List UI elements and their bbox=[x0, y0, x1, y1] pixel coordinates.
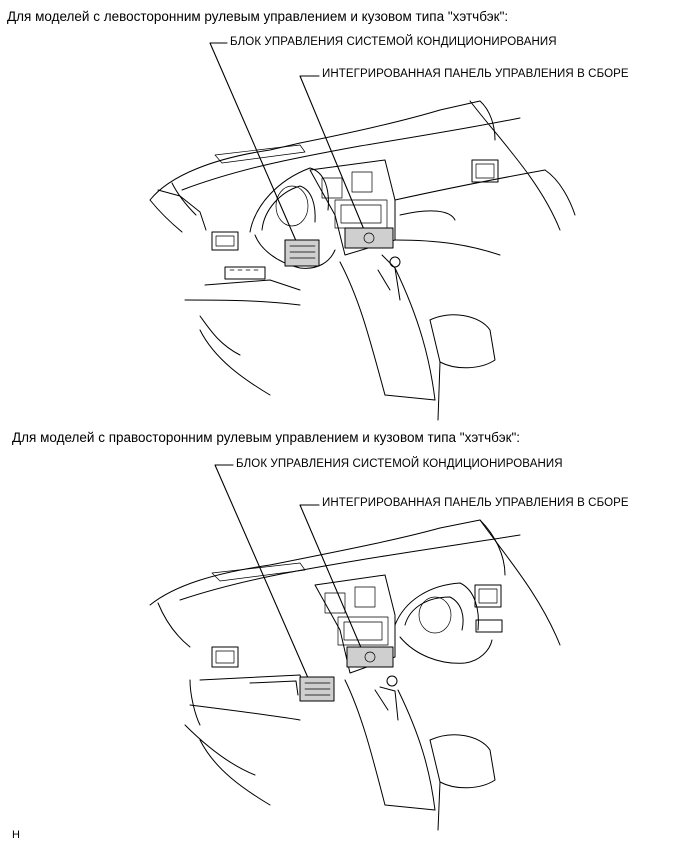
figure-1-leader-ac-block bbox=[209, 42, 301, 251]
figure-1-leader-panel bbox=[299, 75, 366, 233]
figure-2-callout-ac-block: БЛОК УПРАВЛЕНИЯ СИСТЕМОЙ КОНДИЦИОНИРОВАН… bbox=[236, 458, 563, 470]
figure-2-heading: Для моделей с правосторонним рулевым упр… bbox=[12, 430, 521, 445]
figure-1-callout-panel: ИНТЕГРИРОВАННАЯ ПАНЕЛЬ УПРАВЛЕНИЯ В СБОР… bbox=[322, 68, 629, 80]
figure-1-dashboard-drawing bbox=[149, 42, 576, 421]
figure-2-leader-panel bbox=[299, 504, 363, 651]
figure-1-panel-part bbox=[344, 227, 394, 249]
footer-code: H bbox=[12, 829, 20, 841]
figure-1-callout-ac-block: БЛОК УПРАВЛЕНИЯ СИСТЕМОЙ КОНДИЦИОНИРОВАН… bbox=[230, 36, 557, 48]
figure-2-panel-part bbox=[346, 646, 394, 668]
figure-2-dashboard-drawing bbox=[149, 464, 561, 831]
figure-2-leader-ac-block bbox=[214, 464, 313, 688]
figure-1-ac-block-part bbox=[284, 239, 320, 267]
figure-2-callout-panel: ИНТЕГРИРОВАННАЯ ПАНЕЛЬ УПРАВЛЕНИЯ В СБОР… bbox=[322, 497, 629, 509]
figure-1-heading: Для моделей с левосторонним рулевым упра… bbox=[7, 9, 509, 24]
